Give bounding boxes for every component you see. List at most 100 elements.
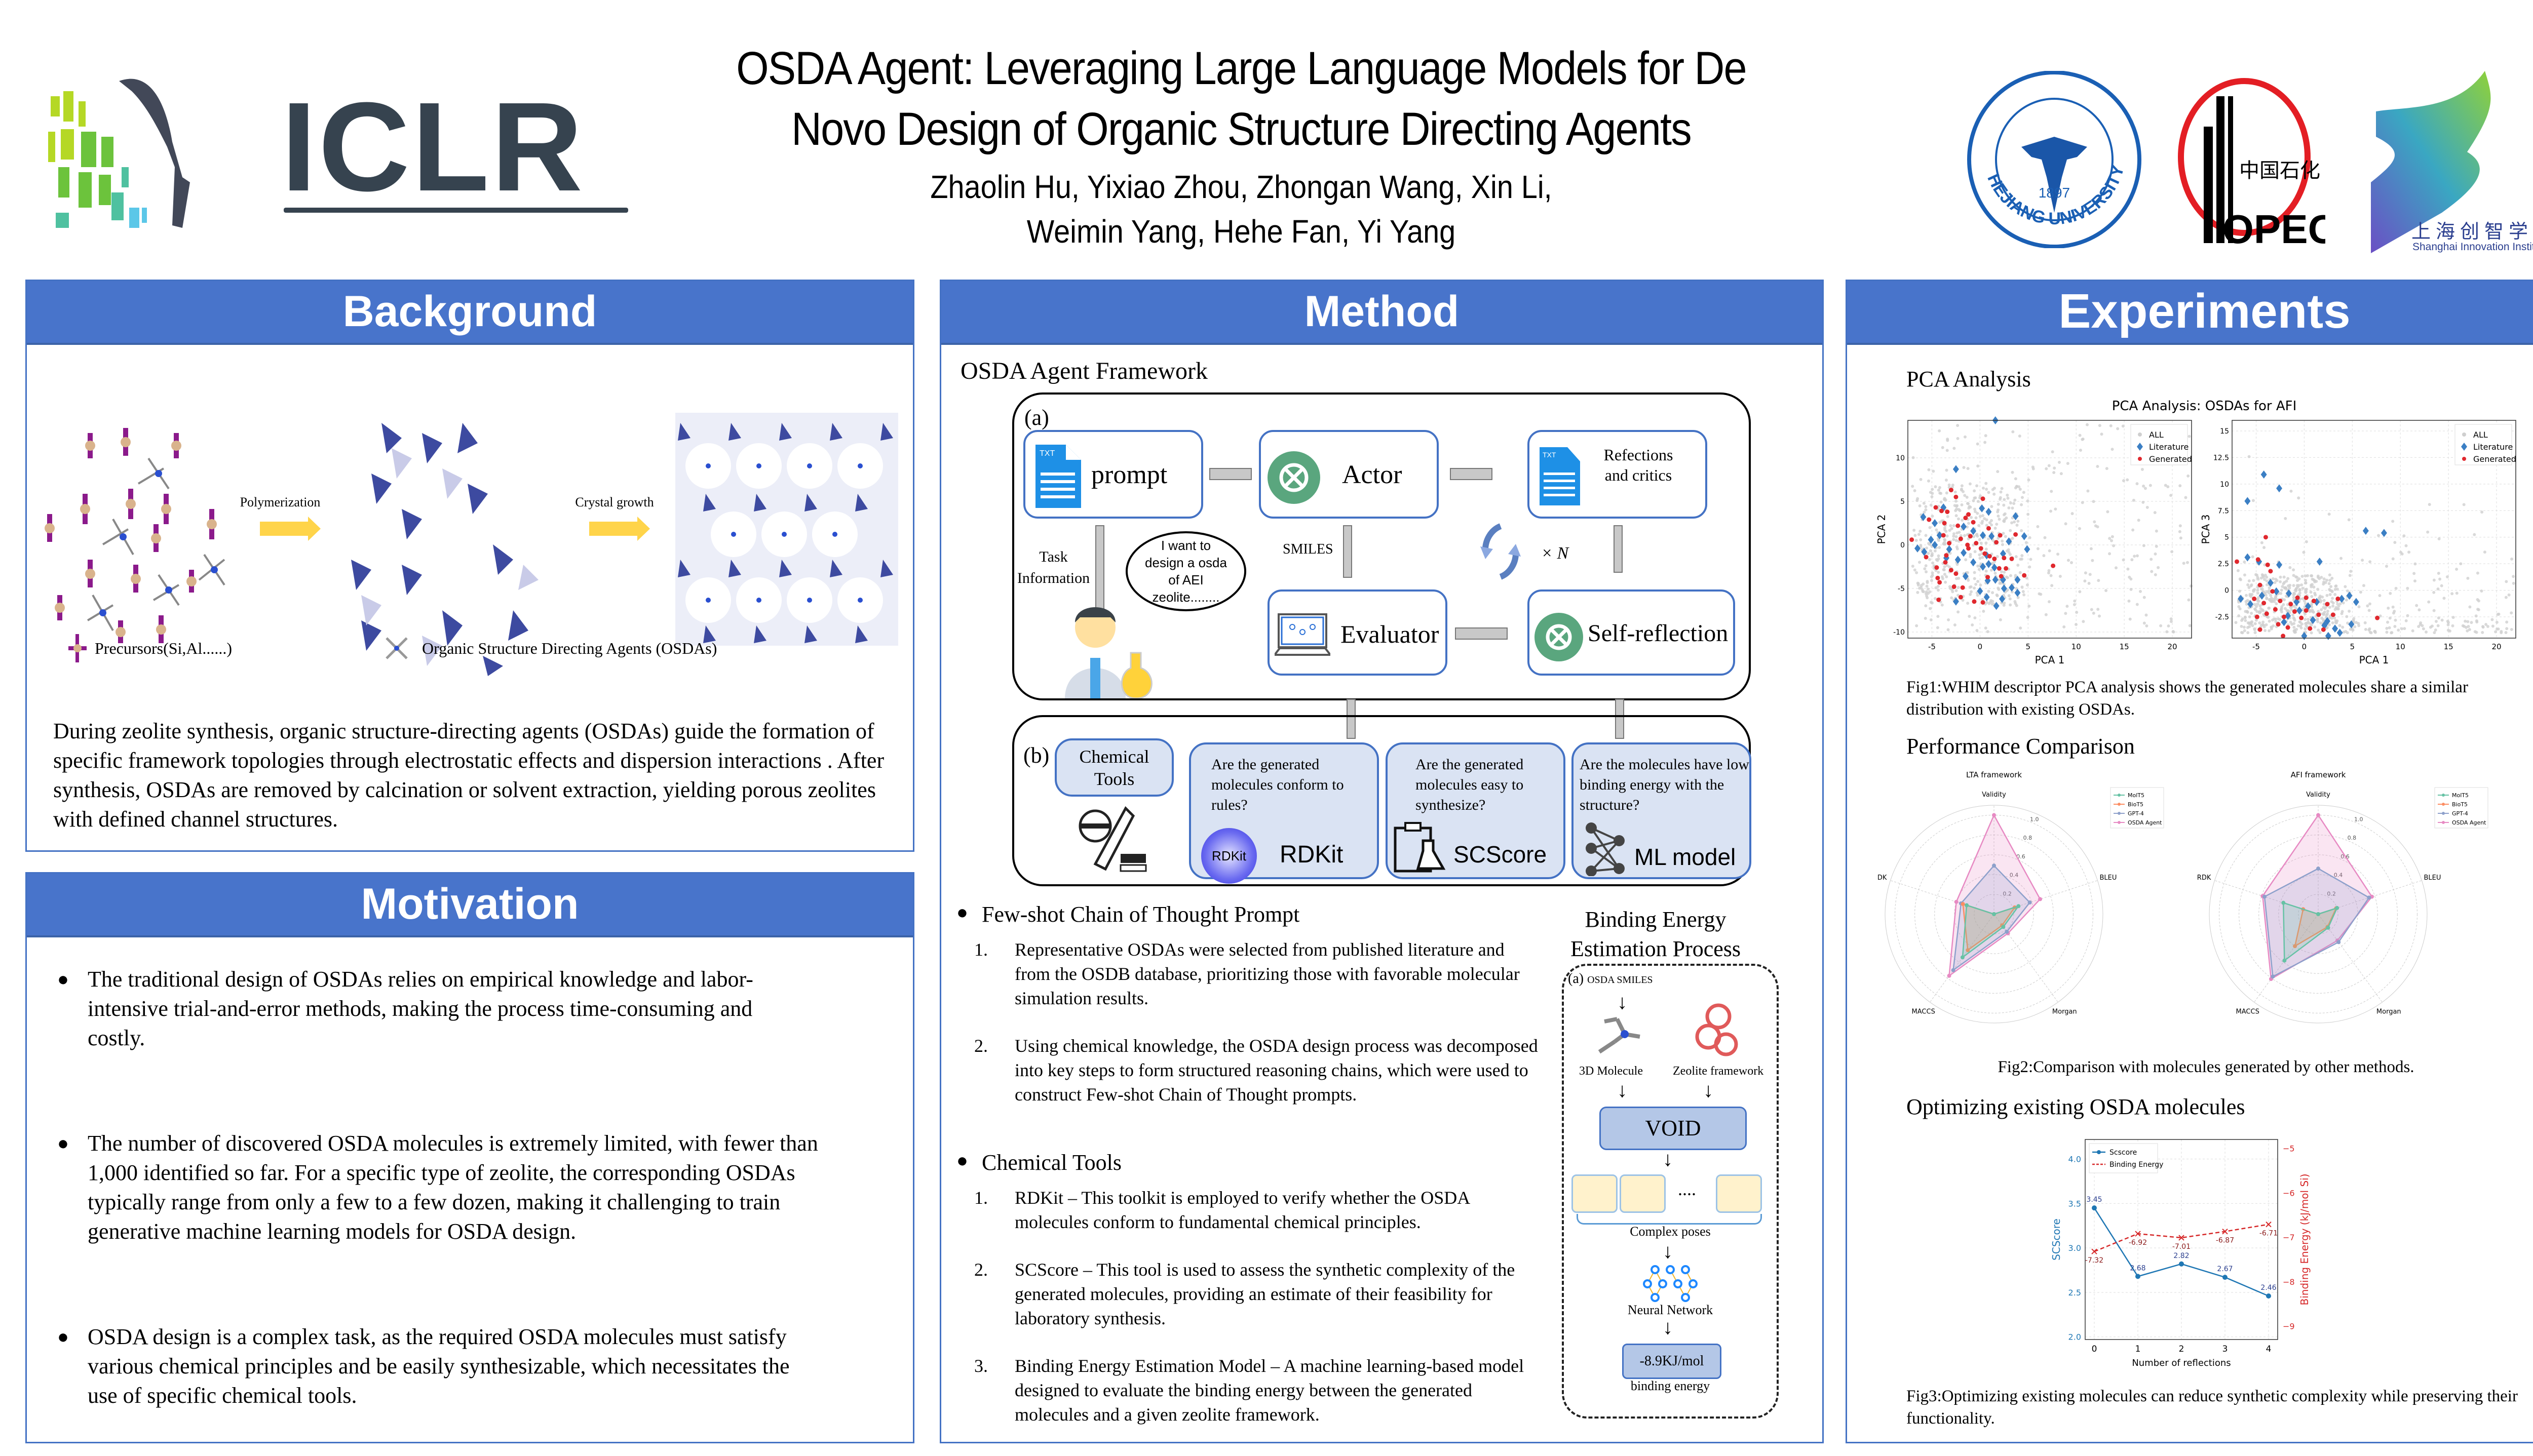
generated-point [2282, 614, 2287, 619]
binding-energy-data-label: -7.01 [2172, 1243, 2191, 1251]
all-point [1988, 521, 1992, 525]
all-point [1972, 535, 1976, 538]
all-point [1984, 626, 1987, 630]
x-axis-label: Number of reflections [2132, 1358, 2231, 1368]
y-tick-label: 5 [1900, 498, 1905, 506]
openai-logo-icon [1268, 451, 1320, 504]
all-point [2512, 575, 2515, 578]
all-point [1990, 505, 1993, 508]
all-point [1975, 533, 1978, 537]
all-point [2010, 521, 2014, 525]
all-point [2268, 586, 2271, 589]
radar-point [2367, 895, 2371, 900]
all-point [2070, 512, 2074, 516]
all-point [1913, 489, 1916, 492]
x-axis-label: PCA 1 [2035, 654, 2065, 666]
all-point [2328, 573, 2331, 577]
all-point [1975, 484, 1979, 488]
all-point [2377, 534, 2381, 537]
radar-point [2293, 944, 2297, 949]
binding-energy-label: binding energy [1630, 1379, 1710, 1393]
all-point [2339, 557, 2343, 560]
all-point [2361, 559, 2364, 562]
all-point [2009, 574, 2012, 577]
scscore-data-label: 2.67 [2217, 1265, 2233, 1273]
all-point [1936, 615, 1940, 618]
all-point [2400, 627, 2403, 631]
legend-label: BioT5 [2452, 801, 2468, 808]
all-point [2251, 555, 2254, 559]
all-point [2495, 620, 2499, 624]
all-point [1947, 483, 1951, 487]
all-point [2329, 585, 2333, 588]
precursor-legend-label: Precursors(Si,Al......) [95, 639, 233, 657]
all-point [1924, 564, 1928, 568]
all-point [2425, 630, 2428, 634]
all-point [2446, 623, 2450, 626]
generated-point [1955, 523, 1961, 528]
void-box: VOID [1599, 1107, 1747, 1150]
all-point [2066, 462, 2069, 465]
all-point [2336, 602, 2339, 606]
all-point [2307, 617, 2310, 621]
all-point [2331, 621, 2334, 624]
all-point [2265, 590, 2269, 594]
all-point [1990, 523, 1993, 527]
all-point [2310, 595, 2314, 598]
all-point [1922, 501, 1926, 505]
all-point [2302, 550, 2306, 554]
all-point [2243, 615, 2247, 619]
all-point [2154, 573, 2157, 576]
all-point [2011, 470, 2014, 474]
all-point [2270, 625, 2273, 629]
literature-point [2324, 617, 2330, 625]
all-point [2505, 620, 2509, 624]
all-point [2110, 539, 2114, 542]
all-point [2437, 537, 2441, 541]
binding-energy-data-label: -6.71 [2259, 1230, 2278, 1238]
generated-point [2273, 607, 2278, 612]
all-point [1955, 531, 1959, 535]
all-point [1979, 541, 1983, 545]
all-point [2018, 488, 2022, 491]
all-point [2279, 592, 2283, 595]
all-point [1915, 624, 1918, 627]
all-point [2026, 499, 2029, 503]
legend-marker [2118, 803, 2121, 806]
all-point [2308, 610, 2312, 613]
generated-point [1937, 580, 1942, 585]
complex-pose [1620, 1174, 1666, 1213]
all-point [2021, 590, 2025, 594]
all-point [2496, 613, 2500, 616]
literature-point [2346, 592, 2353, 600]
all-point [1989, 601, 1992, 604]
all-point [2253, 622, 2257, 625]
all-point [2351, 628, 2355, 632]
all-point [2330, 576, 2334, 580]
radar-ring [2258, 854, 2378, 974]
all-point [2073, 599, 2077, 603]
all-point [2322, 602, 2326, 606]
all-point [1991, 538, 1994, 542]
all-point [1937, 488, 1940, 492]
all-point [2240, 624, 2243, 628]
all-point [2036, 547, 2040, 550]
all-point [1929, 549, 1932, 553]
y-tick-label: 0 [2224, 587, 2229, 595]
radar-chart: AFI framework0.20.40.60.81.0ValidityBLEU… [2197, 770, 2488, 1024]
all-point [2020, 503, 2023, 506]
all-point [2142, 484, 2145, 488]
all-point [1978, 553, 1981, 557]
all-point [1918, 586, 1922, 590]
all-point [2311, 610, 2315, 613]
generated-point [2285, 625, 2290, 630]
all-point [2328, 606, 2331, 609]
all-point [2079, 449, 2082, 452]
all-point [1936, 626, 1939, 629]
y-axis-label: PCA 3 [2200, 515, 2212, 544]
all-point [1924, 604, 1928, 608]
all-point [2292, 596, 2295, 599]
all-point [2239, 578, 2242, 581]
all-point [2027, 478, 2030, 482]
all-point [2141, 500, 2145, 504]
